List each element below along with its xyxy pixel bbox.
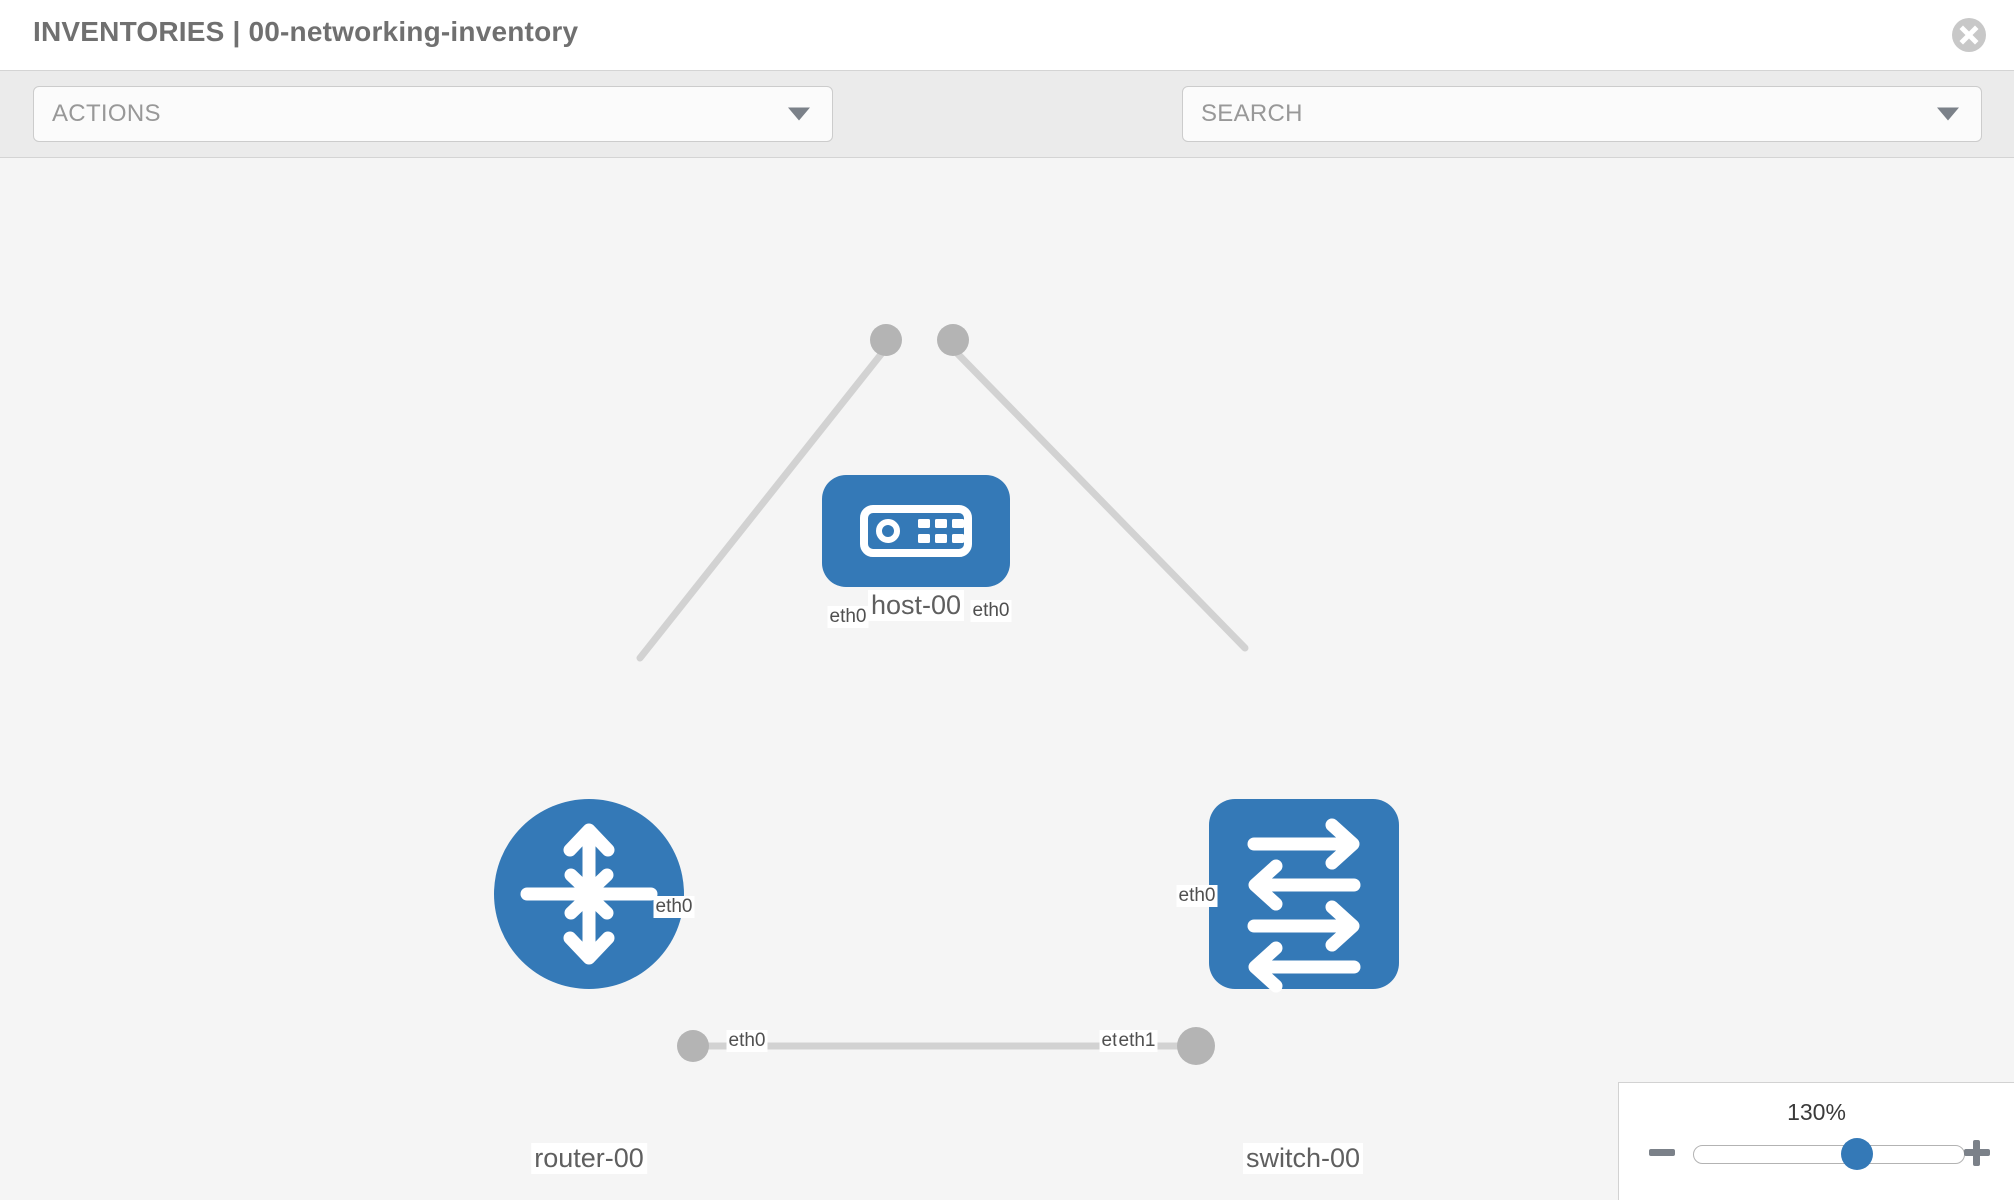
iface-label-router-eth0-up: eth0 (653, 896, 695, 918)
zoom-control-panel: 130% (1618, 1082, 2014, 1200)
close-icon[interactable] (1952, 18, 1986, 52)
link-host-switch (948, 344, 1249, 652)
chevron-down-icon (1937, 107, 1959, 121)
iface-label-switch-eth1-side: eth1 (1116, 1030, 1158, 1052)
iface-label-host-eth0-left: eth0 (827, 606, 869, 628)
iface-label-switch-eth0-up: eth0 (1176, 885, 1218, 907)
page-title: INVENTORIES | 00-networking-inventory (33, 16, 579, 47)
node-host-00[interactable] (822, 475, 1010, 587)
minus-icon[interactable] (1647, 1138, 1677, 1168)
search-placeholder: SEARCH (1201, 100, 1303, 127)
iface-label-host-eth0-right: eth0 (970, 600, 1012, 622)
toolbar: ACTIONS SEARCH (0, 70, 2014, 201)
link-host-router (636, 344, 890, 662)
topology-canvas[interactable]: eth0 eth0 eth0 eth0 eth0 eth0 eth1 host-… (0, 158, 2014, 1200)
iface-label-router-eth0-side: eth0 (726, 1030, 768, 1052)
search-input[interactable]: SEARCH (1182, 86, 1982, 142)
connector-stubs (677, 324, 1253, 1065)
actions-dropdown[interactable]: ACTIONS (33, 86, 833, 142)
chevron-down-icon (788, 107, 810, 121)
window-header: INVENTORIES | 00-networking-inventory (0, 0, 2014, 70)
zoom-slider-thumb[interactable] (1841, 1138, 1873, 1170)
topology-graph (494, 324, 1399, 1065)
zoom-slider[interactable] (1693, 1145, 1965, 1164)
node-label-host-00: host-00 (867, 590, 965, 621)
plus-icon[interactable] (1962, 1138, 1992, 1168)
node-switch-00[interactable] (1209, 799, 1399, 993)
node-label-router-00: router-00 (531, 1143, 647, 1174)
actions-dropdown-label: ACTIONS (52, 100, 161, 127)
node-label-switch-00: switch-00 (1242, 1143, 1364, 1174)
zoom-level-value: 130% (1787, 1099, 1846, 1125)
node-router-00[interactable] (494, 799, 684, 989)
